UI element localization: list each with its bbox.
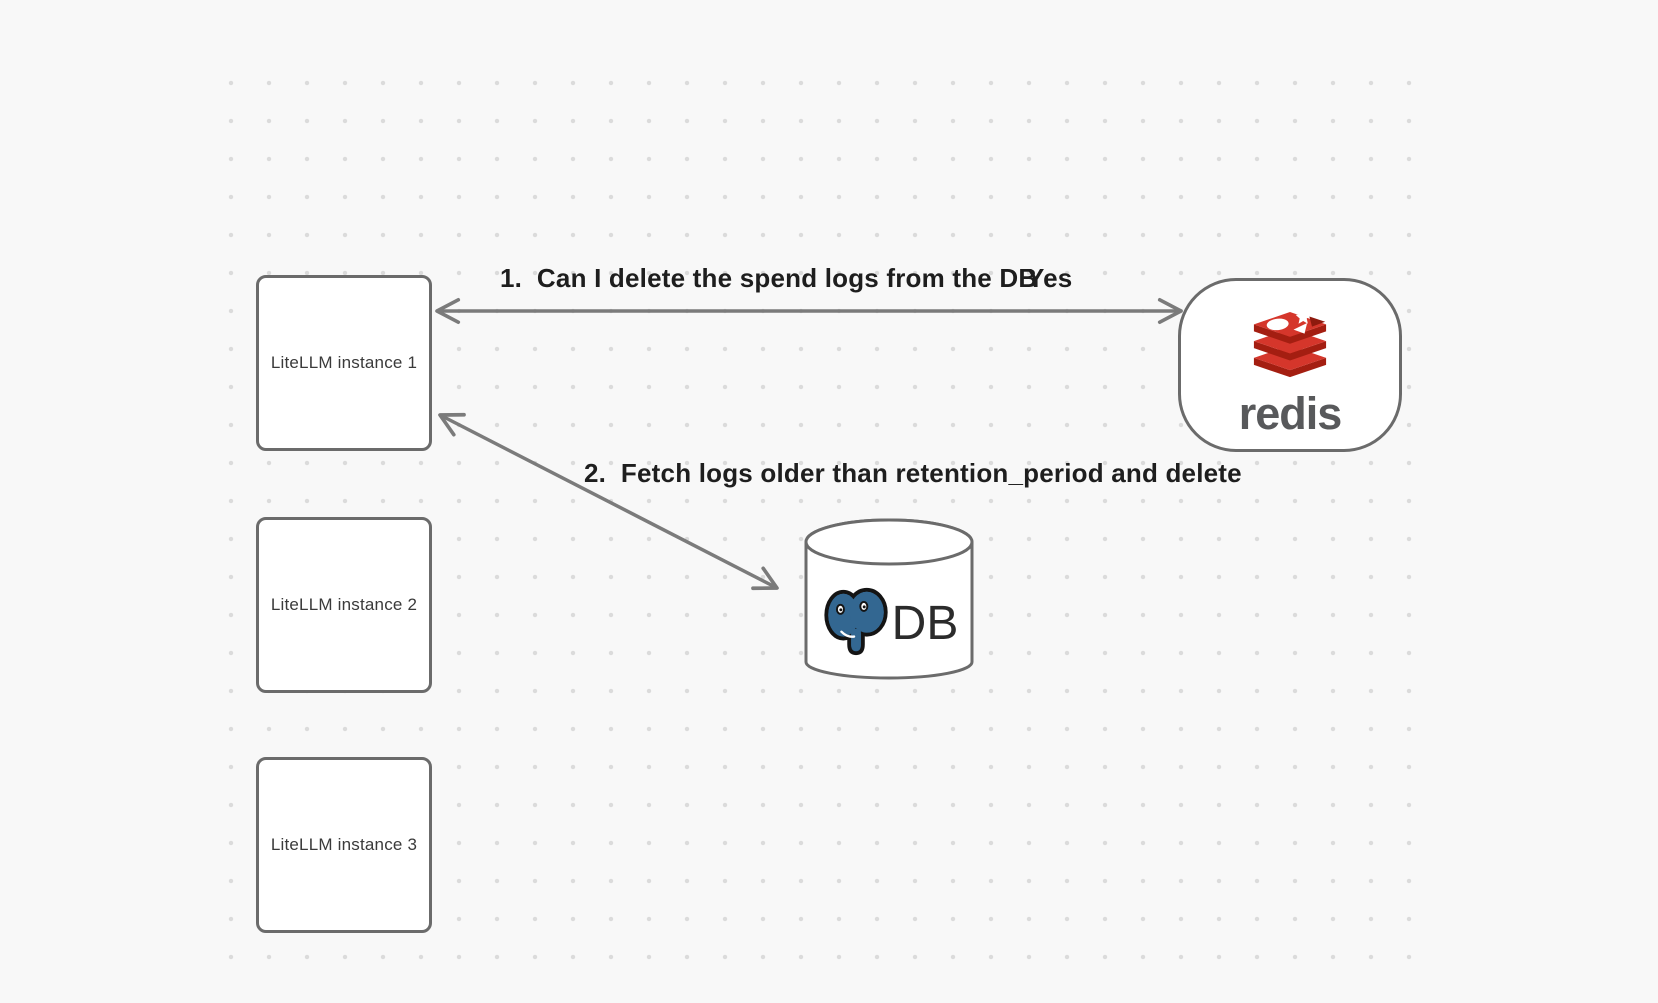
litellm-instance-1-node[interactable]: LiteLLM instance 1 — [256, 275, 432, 451]
arrow-step2-label: 2. Fetch logs older than retention_perio… — [584, 458, 1242, 488]
litellm-instance-3-node[interactable]: LiteLLM instance 3 — [256, 757, 432, 933]
litellm-instance-2-label: LiteLLM instance 2 — [270, 595, 418, 614]
postgresql-icon — [820, 583, 894, 664]
arrow-step1-answer: Yes — [1027, 263, 1073, 293]
litellm-instance-3-label: LiteLLM instance 3 — [270, 835, 418, 854]
arrow-step2[interactable] — [438, 412, 779, 591]
redis-wordmark: redis — [1238, 387, 1343, 439]
db-label: DB — [891, 596, 959, 650]
database-cylinder-node[interactable]: DB — [802, 516, 976, 688]
redis-node[interactable]: redis — [1178, 278, 1402, 452]
litellm-instance-2-node[interactable]: LiteLLM instance 2 — [256, 517, 432, 693]
arrow-step1-label: 1. Can I delete the spend logs from the … — [500, 263, 1038, 293]
redis-logo-icon — [1246, 305, 1334, 391]
litellm-instance-1-label: LiteLLM instance 1 — [270, 353, 418, 372]
